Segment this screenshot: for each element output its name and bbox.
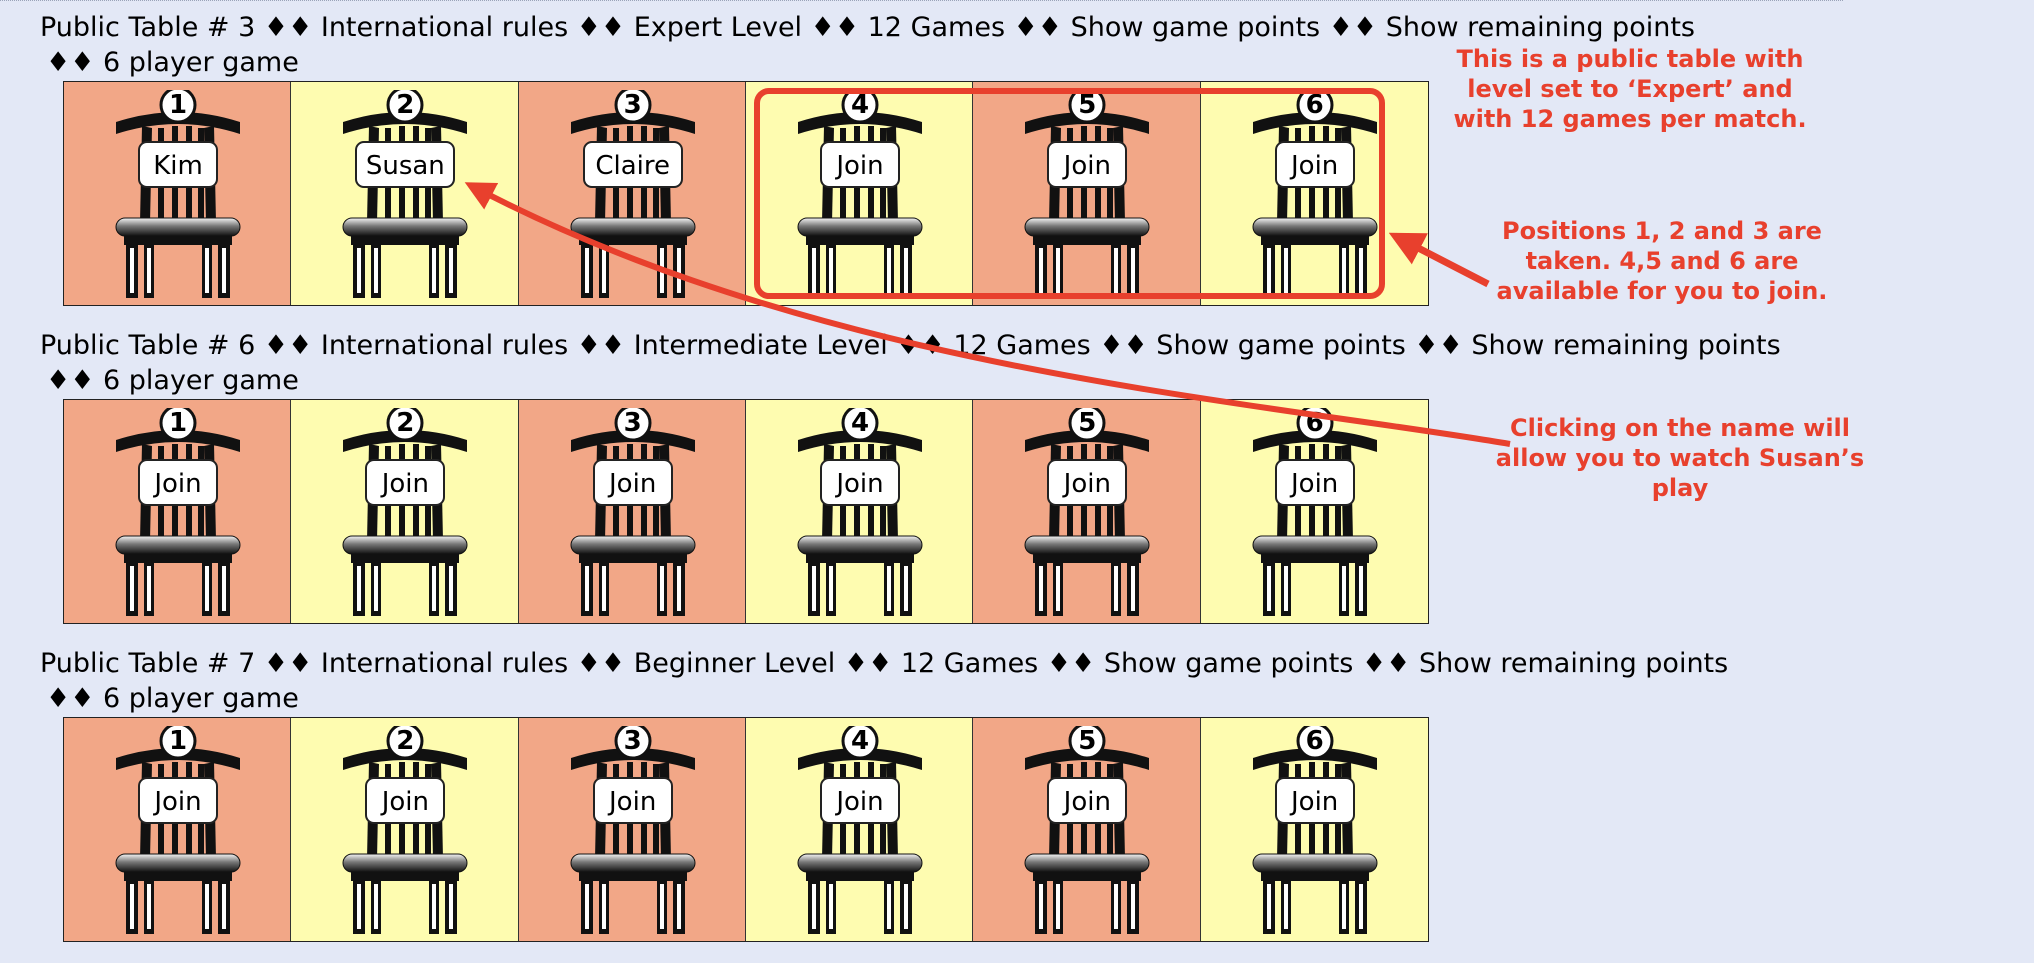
join-button[interactable]: Join [819,459,900,506]
seat-5: 5 Join [973,82,1201,305]
seat-2: 2 Join [291,400,519,623]
table-header-line1: Public Table # 7 ♦♦ International rules … [40,648,1729,679]
chair-icon [114,408,242,616]
seat-number: 3 [623,90,642,120]
public-table-note: This is a public table with level set to… [1453,45,1807,133]
seat-number: 4 [850,90,870,120]
join-button[interactable]: Join [365,459,446,506]
seat-1: 1 Join [64,400,292,623]
chair-icon [1023,408,1151,616]
seat-number: 5 [1078,726,1097,756]
table-header-line1: Public Table # 6 ♦♦ International rules … [40,330,1781,361]
seat-2: 2 Susan [291,82,519,305]
table-header: Public Table # 7 ♦♦ International rules … [40,646,1728,716]
seat-number: 3 [623,726,642,756]
table-header-line2: ♦♦ 6 player game [46,683,299,714]
table-header: Public Table # 6 ♦♦ International rules … [40,328,1781,398]
top-divider [0,0,1843,1]
seat-3: 3 Join [518,400,746,623]
chair-icon [569,408,697,616]
seat-number: 2 [396,90,415,120]
chair-icon [796,90,924,298]
seat-row: 1 Kim 2 Susan 3 Claire 4 Join 5 Join 6 J… [63,81,1429,306]
seat-3: 3 Join [518,718,746,941]
chair-icon [114,90,242,298]
join-button[interactable]: Join [819,777,900,824]
seat-number: 4 [850,726,870,756]
chair-icon [341,726,469,934]
seat-5: 5 Join [973,400,1201,623]
join-button[interactable]: Join [819,141,900,188]
seat-4: 4 Join [745,82,974,305]
player-name-kim[interactable]: Kim [138,141,218,188]
seat-number: 1 [168,90,188,120]
seat-number: 5 [1078,90,1097,120]
seat-number: 3 [623,408,642,438]
join-button[interactable]: Join [138,459,218,506]
seat-number: 4 [850,408,870,438]
join-button[interactable]: Join [592,459,673,506]
seat-2: 2 Join [291,718,519,941]
chair-icon [1023,90,1151,298]
chair-icon [341,90,469,298]
join-button[interactable]: Join [592,777,673,824]
seat-6: 6 Join [1200,400,1428,623]
seat-4: 4 Join [745,718,974,941]
seat-row: 1 Join 2 Join 3 Join 4 Join 5 Join 6 Joi… [63,399,1429,624]
seat-number: 1 [168,408,188,438]
seat-number: 2 [396,408,415,438]
seat-row: 1 Join 2 Join 3 Join 4 Join 5 Join 6 Joi… [63,717,1429,942]
chair-icon [114,726,242,934]
chair-icon [1023,726,1151,934]
table-header: Public Table # 3 ♦♦ International rules … [40,10,1695,80]
seat-number: 5 [1078,408,1097,438]
join-button[interactable]: Join [138,777,218,824]
chair-icon [341,408,469,616]
chair-icon [569,90,697,298]
seat-5: 5 Join [973,718,1201,941]
seat-number: 2 [396,726,415,756]
seat-number: 6 [1305,726,1324,756]
chair-icon [1251,90,1379,298]
seat-number: 6 [1305,90,1324,120]
seat-number: 6 [1305,408,1324,438]
chair-icon [796,726,924,934]
seat-3: 3 Claire [518,82,746,305]
watch-note: Clicking on the name will allow you to w… [1495,414,1865,502]
join-button[interactable]: Join [1274,459,1355,506]
player-name-claire[interactable]: Claire [582,141,683,188]
table-header-line2: ♦♦ 6 player game [46,365,299,396]
seat-6: 6 Join [1200,82,1428,305]
join-button[interactable]: Join [1274,141,1355,188]
chair-icon [1251,408,1379,616]
positions-note: Positions 1, 2 and 3 are taken. 4,5 and … [1496,217,1828,305]
chair-icon [1251,726,1379,934]
player-name-susan[interactable]: Susan [355,141,456,188]
chair-icon [569,726,697,934]
seat-1: 1 Join [64,718,292,941]
table-header-line1: Public Table # 3 ♦♦ International rules … [40,12,1695,43]
seat-number: 1 [168,726,188,756]
join-button[interactable]: Join [1047,141,1128,188]
join-button[interactable]: Join [1047,459,1128,506]
seat-1: 1 Kim [64,82,292,305]
table-header-line2: ♦♦ 6 player game [46,47,299,78]
join-button[interactable]: Join [1047,777,1128,824]
join-button[interactable]: Join [365,777,446,824]
seat-4: 4 Join [745,400,974,623]
chair-icon [796,408,924,616]
seat-6: 6 Join [1200,718,1428,941]
join-button[interactable]: Join [1274,777,1355,824]
